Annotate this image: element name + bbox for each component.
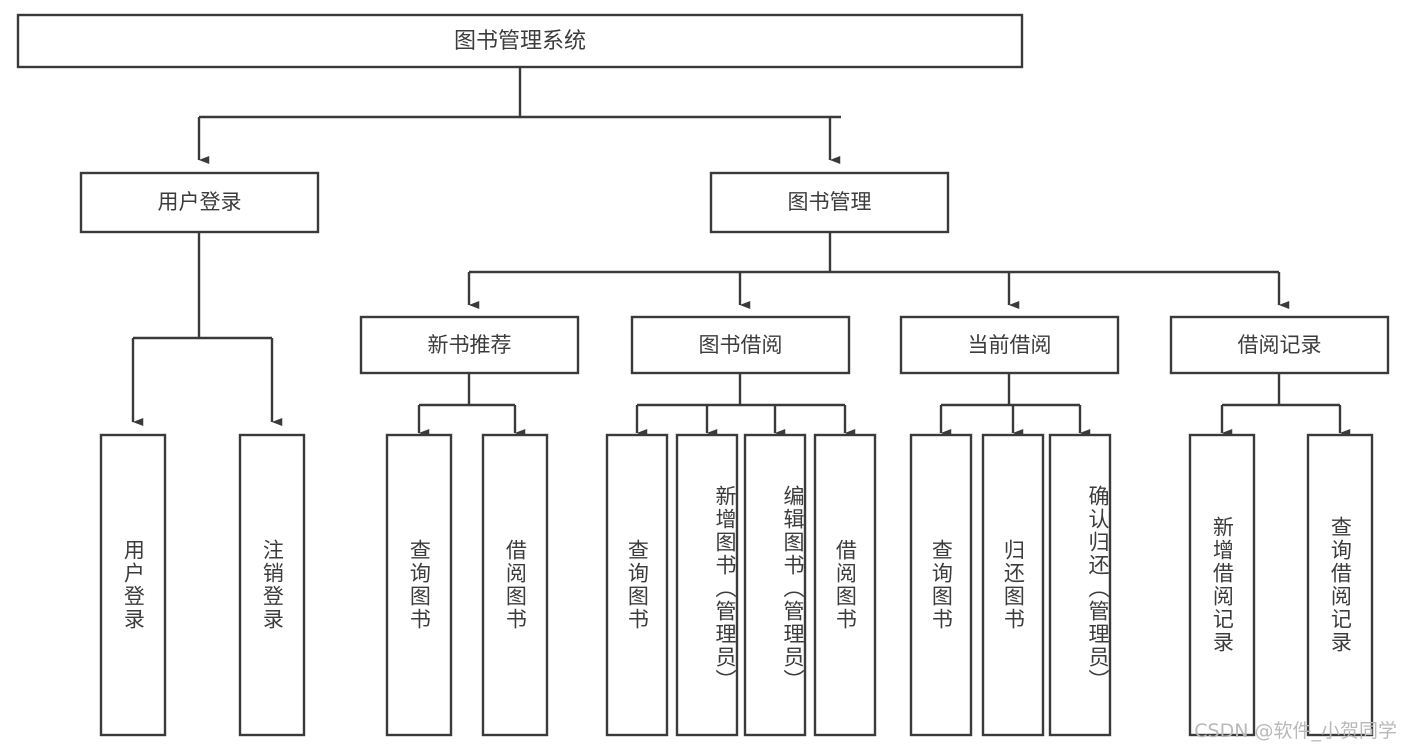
connector-group-user-login	[131, 232, 283, 426]
leaf-bor-query-book-rect[interactable]	[605, 433, 669, 737]
node-book-borrow-rect[interactable]	[630, 315, 851, 375]
connector-group-new-book-recommend	[417, 373, 526, 437]
node-borrow-record-rect[interactable]	[1169, 315, 1390, 375]
node-root-rect[interactable]	[16, 13, 1024, 69]
leaf-bor-borrow-book-rect[interactable]	[813, 433, 877, 737]
leaf-rec-query-book-rect[interactable]	[385, 433, 453, 737]
node-root-label: 图书管理系统	[454, 29, 586, 54]
node-book-manage[interactable]: 图书管理	[709, 171, 950, 234]
node-user-login-rect[interactable]	[79, 171, 320, 234]
leaf-bor-edit-book-rect[interactable]	[743, 433, 807, 737]
connector-group-book-borrow	[635, 373, 856, 437]
leaf-user-login-rect[interactable]	[99, 433, 167, 737]
leaf-logout-rect[interactable]	[238, 433, 306, 737]
csdn-watermark: CSDN @软件_小贺同学	[1194, 720, 1397, 742]
node-new-book-recommend[interactable]: 新书推荐	[359, 315, 580, 375]
connector-group-root	[197, 67, 841, 164]
node-book-borrow[interactable]: 图书借阅	[630, 315, 851, 375]
node-current-borrow-label: 当前借阅	[968, 333, 1052, 357]
node-borrow-record[interactable]: 借阅记录	[1169, 315, 1390, 375]
node-user-login[interactable]: 用户登录	[79, 171, 320, 234]
leaf-cur-query-book-rect[interactable]	[909, 433, 973, 737]
node-root[interactable]: 图书管理系统	[16, 13, 1024, 69]
node-user-login-label: 用户登录	[158, 190, 242, 214]
leaf-rec-add-record-rect[interactable]	[1188, 433, 1256, 737]
node-book-manage-label: 图书管理	[788, 190, 872, 214]
node-current-borrow[interactable]: 当前借阅	[899, 315, 1120, 375]
leaf-bor-add-book-rect[interactable]	[675, 433, 739, 737]
connector-group-book-manage	[467, 232, 1290, 309]
node-borrow-record-label: 借阅记录	[1238, 333, 1322, 357]
node-new-book-recommend-rect[interactable]	[359, 315, 580, 375]
connector-group-borrow-record	[1220, 373, 1351, 437]
leaf-cur-return-book-rect[interactable]	[981, 433, 1045, 737]
node-new-book-recommend-label: 新书推荐	[428, 333, 512, 357]
connector-group-current-borrow	[939, 373, 1091, 437]
node-book-manage-rect[interactable]	[709, 171, 950, 234]
leaf-rec-borrow-book-rect[interactable]	[481, 433, 549, 737]
leaf-rec-query-record-rect[interactable]	[1306, 433, 1374, 737]
node-current-borrow-rect[interactable]	[899, 315, 1120, 375]
node-book-borrow-label: 图书借阅	[699, 333, 783, 357]
leaf-boxes	[99, 433, 1374, 737]
leaf-cur-confirm-return-rect[interactable]	[1048, 433, 1112, 737]
